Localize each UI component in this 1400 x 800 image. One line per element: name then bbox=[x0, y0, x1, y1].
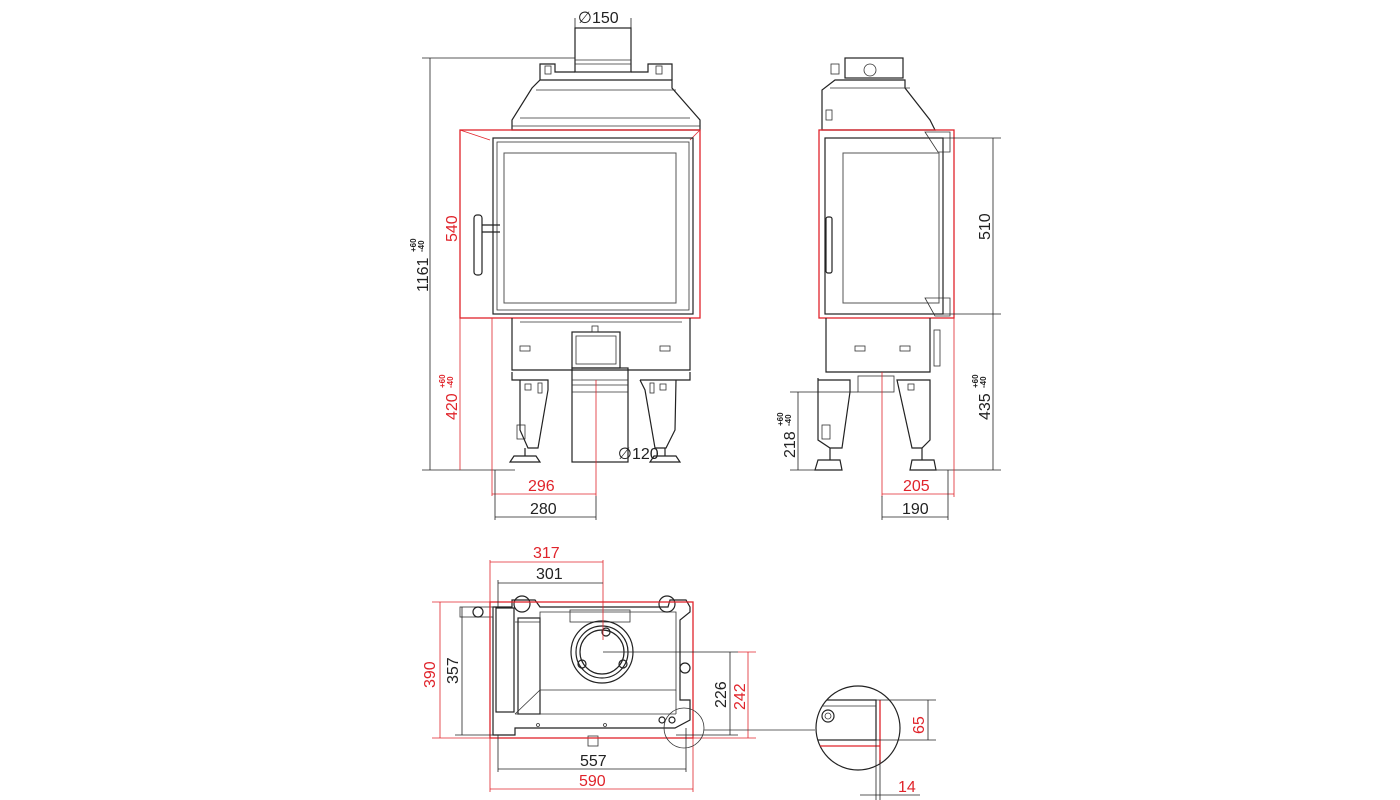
dim-door-height: 510 bbox=[977, 213, 994, 240]
dim-total-height: 1161 bbox=[415, 257, 432, 292]
dim-top-width-red: 317 bbox=[533, 545, 560, 562]
front-dimensions bbox=[422, 18, 632, 520]
flue-collar bbox=[574, 27, 632, 73]
dim-side-offset-red: 205 bbox=[903, 478, 930, 495]
dim-side-leg-tol-minus: -40 bbox=[979, 376, 988, 388]
detail-dimensions bbox=[860, 699, 936, 800]
dim-inner-leg-tol-plus: +60 bbox=[776, 412, 785, 426]
dim-front-leg-height: 420 bbox=[444, 393, 461, 420]
dim-top-center-black: 226 bbox=[713, 681, 730, 708]
dim-front-offset-red: 296 bbox=[528, 478, 555, 495]
dim-total-height-tol-plus: +60 bbox=[409, 238, 418, 252]
dim-inner-leg-tol-minus: -40 bbox=[784, 414, 793, 426]
dim-total-height-tol-minus: -40 bbox=[417, 240, 426, 252]
top-hood bbox=[511, 63, 701, 131]
dim-front-leg-tol-minus: -40 bbox=[446, 376, 455, 388]
top-body bbox=[459, 595, 691, 747]
door-handle bbox=[473, 214, 500, 276]
dim-front-leg-tol-plus: +60 bbox=[438, 374, 447, 388]
labels: ∅150 ∅120 1161 +60 -40 540 420 +60 -40 2… bbox=[409, 10, 994, 796]
front-installation-frame bbox=[459, 129, 701, 319]
dim-side-leg-height: 435 bbox=[977, 393, 994, 420]
dim-top-center-red: 242 bbox=[732, 683, 749, 710]
side-view bbox=[790, 57, 1001, 520]
dim-top-depth-red: 390 bbox=[422, 661, 439, 688]
dim-front-offset-black: 280 bbox=[530, 501, 557, 518]
top-dimensions bbox=[432, 560, 815, 792]
dim-side-leg-tol-plus: +60 bbox=[971, 374, 980, 388]
side-door bbox=[824, 131, 951, 317]
dim-top-depth-black: 357 bbox=[445, 657, 462, 684]
dim-opening-height: 540 bbox=[444, 215, 461, 242]
detail-view bbox=[815, 685, 936, 800]
lower-body bbox=[511, 318, 691, 371]
dim-top-width-black-bottom: 557 bbox=[580, 753, 607, 770]
front-door bbox=[492, 137, 694, 315]
side-lower-body bbox=[825, 318, 941, 373]
side-dimensions bbox=[790, 137, 1001, 520]
dim-detail-vertical: 65 bbox=[911, 716, 928, 734]
dim-top-width-red-bottom: 590 bbox=[579, 773, 606, 790]
front-legs bbox=[508, 372, 691, 463]
dim-side-offset-black: 190 bbox=[902, 501, 929, 518]
side-legs bbox=[814, 375, 937, 471]
top-view bbox=[432, 560, 815, 792]
side-installation-frame bbox=[818, 129, 955, 319]
dim-air-inlet-diameter: ∅120 bbox=[618, 446, 659, 463]
dim-inner-leg-height: 218 bbox=[782, 431, 799, 458]
side-top-hood bbox=[821, 57, 936, 131]
dim-detail-horizontal: 14 bbox=[898, 779, 916, 796]
top-installation-frame bbox=[489, 601, 694, 739]
dim-top-width-black: 301 bbox=[536, 566, 563, 583]
front-view bbox=[422, 18, 701, 520]
dim-flue-diameter: ∅150 bbox=[578, 10, 619, 27]
